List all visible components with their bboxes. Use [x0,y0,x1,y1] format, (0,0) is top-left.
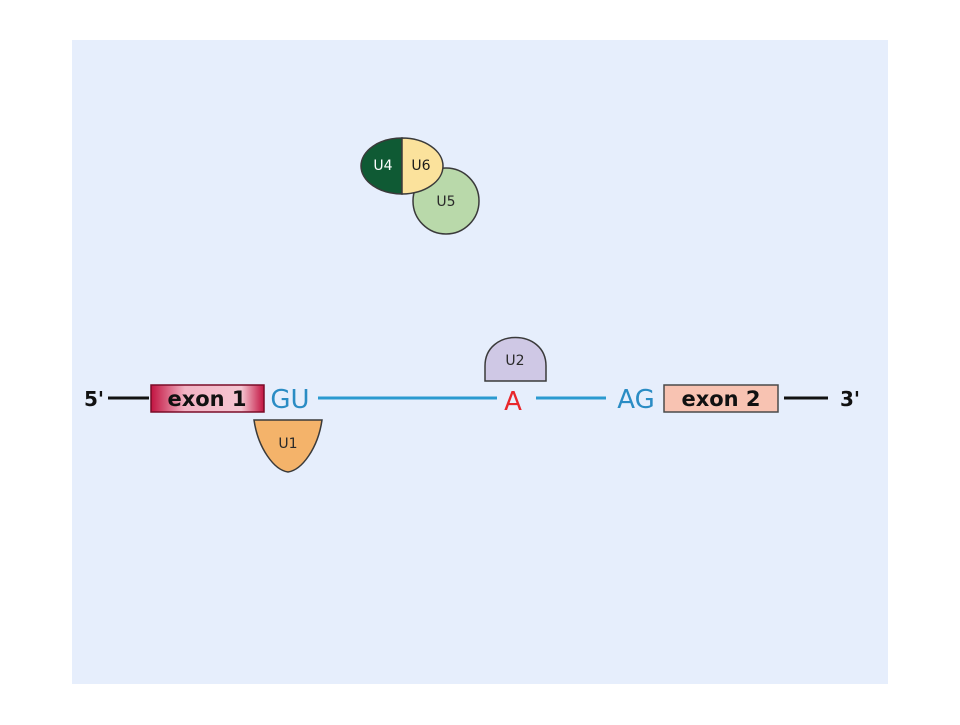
exon2-label: exon 2 [681,387,760,411]
exon1-box [150,384,265,413]
u4-snrnp [360,137,403,195]
donor-site-label: GU [270,385,309,415]
branch-point-label: A [504,387,522,417]
five-prime-label: 5' [84,387,104,411]
u1-snrnp-group: U1 [253,419,323,473]
u2-snrnp [484,336,547,382]
u6-label: U6 [411,158,430,174]
exon2-box [663,384,779,413]
u2-label: U2 [505,353,524,369]
tri-snrnp-complex: U5 U4 U6 [360,137,480,235]
diagram-panel [72,40,888,684]
u2-snrnp-group: U2 [484,336,547,382]
pre-mrna: 5' exon 1 GU A AG exon 2 3' [84,384,860,417]
u1-label: U1 [278,436,297,452]
u6-snrnp [401,137,444,195]
exon1-label: exon 1 [167,387,246,411]
u1-snrnp [253,419,323,473]
acceptor-site-label: AG [617,385,654,415]
u4-label: U4 [373,158,392,174]
three-prime-label: 3' [840,387,860,411]
u5-label: U5 [436,194,455,210]
